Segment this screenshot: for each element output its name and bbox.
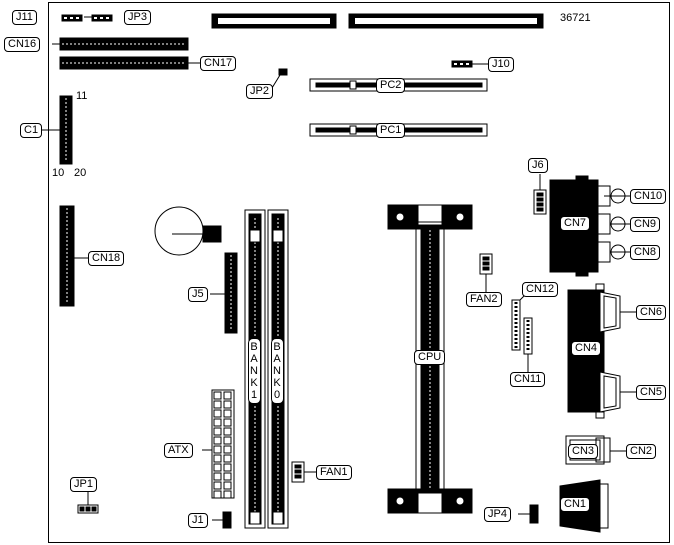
label-bank0: BANK0 xyxy=(271,338,284,404)
cn5-connector xyxy=(599,371,621,413)
cn11-header xyxy=(523,317,533,355)
label-cpu: CPU xyxy=(414,350,446,365)
label-j10: J10 xyxy=(488,57,514,72)
label-cn2: CN2 xyxy=(626,444,657,459)
label-fan1: FAN1 xyxy=(316,465,352,480)
cn16-header xyxy=(59,37,189,51)
cn17-header xyxy=(59,56,189,70)
c1-pin-10: 10 xyxy=(52,167,65,179)
cn18-header xyxy=(59,205,75,307)
label-cn17: CN17 xyxy=(200,56,237,71)
c1-pin-11: 11 xyxy=(76,90,88,102)
j10-header xyxy=(451,60,473,68)
j11-header xyxy=(61,14,83,22)
label-cn6: CN6 xyxy=(636,305,667,320)
label-cn4: CN4 xyxy=(571,341,602,356)
cpu-slot xyxy=(387,204,473,514)
label-cn3: CN3 xyxy=(568,444,599,459)
label-j11: J11 xyxy=(12,10,37,25)
label-cn1: CN1 xyxy=(560,497,591,512)
atx-connector xyxy=(211,389,235,499)
cn6-connector xyxy=(599,291,621,333)
label-cn5: CN5 xyxy=(636,385,667,400)
label-cn9: CN9 xyxy=(630,217,661,232)
label-jp2: JP2 xyxy=(246,84,273,99)
label-j6: J6 xyxy=(528,158,548,173)
cn12-header xyxy=(511,299,521,351)
jp2-jumper xyxy=(278,68,288,76)
label-jp3: JP3 xyxy=(124,10,151,25)
j5-header xyxy=(224,252,238,334)
label-bank1: BANK1 xyxy=(248,338,261,404)
label-cn10: CN10 xyxy=(630,189,667,204)
board-outline xyxy=(48,2,670,543)
label-cn7: CN7 xyxy=(560,216,591,231)
label-jp4: JP4 xyxy=(484,507,511,522)
part-number: 36721 xyxy=(560,12,591,24)
label-j1: J1 xyxy=(188,513,208,528)
battery xyxy=(154,206,222,256)
fan2-header xyxy=(479,253,493,275)
label-cn8: CN8 xyxy=(630,245,661,260)
jp3-header xyxy=(91,14,113,22)
label-cn16: CN16 xyxy=(4,37,41,52)
label-jp1: JP1 xyxy=(70,477,97,492)
label-fan2: FAN2 xyxy=(466,292,502,307)
label-cn12: CN12 xyxy=(522,282,559,297)
leader-lines xyxy=(40,16,636,521)
label-c1: C1 xyxy=(20,123,43,138)
fan1-header xyxy=(291,461,305,483)
jp1-jumper xyxy=(77,504,99,514)
j6-header xyxy=(533,189,547,215)
jp4-jumper xyxy=(529,504,539,524)
label-cn11: CN11 xyxy=(510,372,546,387)
label-cn18: CN18 xyxy=(88,251,125,266)
label-atx: ATX xyxy=(164,443,193,458)
label-pc1: PC1 xyxy=(376,123,406,138)
label-j5: J5 xyxy=(188,287,208,302)
c1-pin-20: 20 xyxy=(74,167,87,179)
j1-jumper xyxy=(222,511,232,529)
label-pc2: PC2 xyxy=(376,78,406,93)
c1-connector xyxy=(59,95,73,165)
